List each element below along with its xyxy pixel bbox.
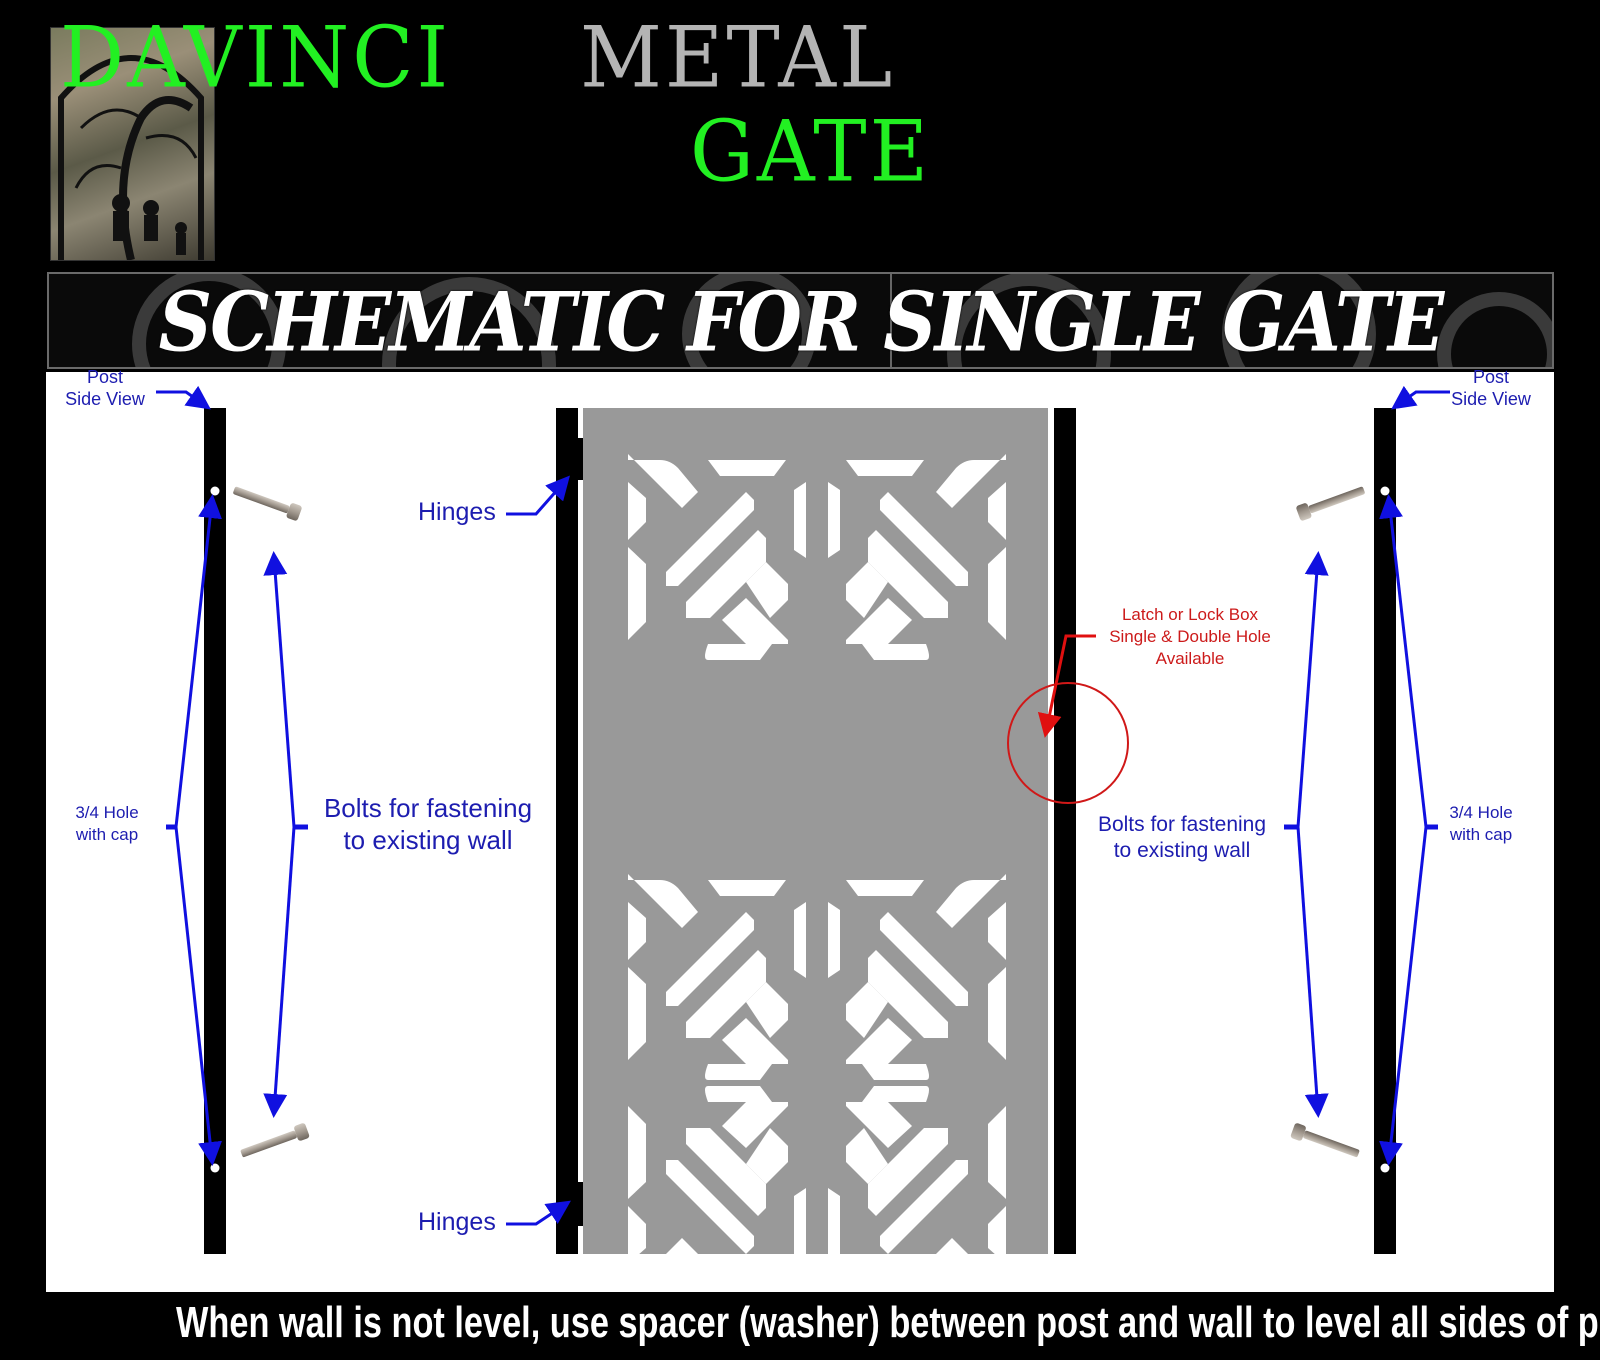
right-post xyxy=(1284,385,1450,1254)
hinges-top-label: Hinges xyxy=(418,498,496,526)
right-post-label: Post Side View xyxy=(1451,367,1531,409)
tree-gate-silhouette-icon xyxy=(58,55,204,260)
left-post xyxy=(156,385,310,1254)
hinges-bottom-label: Hinges xyxy=(418,1208,496,1236)
brand-word-gate: GATE xyxy=(690,102,932,201)
schematic-drawing xyxy=(156,385,1450,1292)
page-title: SCHEMATIC FOR SINGLE GATE xyxy=(158,275,1445,369)
latch-label: Latch or Lock Box Single & Double Hole A… xyxy=(1109,605,1271,668)
gate-photo-thumbnail xyxy=(50,27,215,261)
gate-cutout-pattern xyxy=(628,454,1006,1292)
right-bolts-label: Bolts for fastening to existing wall xyxy=(1097,813,1267,862)
bolt-icon xyxy=(233,486,302,521)
brand-word-metal: METAL xyxy=(580,8,896,107)
banner-pattern-decoration xyxy=(132,274,1552,367)
gate-assembly xyxy=(506,408,1129,1292)
left-post-label: Post Side View xyxy=(65,367,145,409)
schematic-canvas: Post Side View 3/4 Hole with cap Bolts f… xyxy=(46,367,1554,1292)
bolt-icon xyxy=(240,1123,310,1158)
bolt-icon xyxy=(1290,1123,1360,1158)
left-bolts-label: Bolts for fastening to existing wall xyxy=(323,793,533,855)
bolt-icon xyxy=(1296,486,1365,521)
left-hole-label: 3/4 Hole with cap xyxy=(75,803,139,844)
title-banner: SCHEMATIC FOR SINGLE GATE xyxy=(47,272,1554,369)
right-hole-label: 3/4 Hole with cap xyxy=(1449,803,1513,844)
leveling-note: When wall is not level, use spacer (wash… xyxy=(176,1298,1600,1347)
brand-word-davinci: DAVINCI xyxy=(60,8,452,107)
